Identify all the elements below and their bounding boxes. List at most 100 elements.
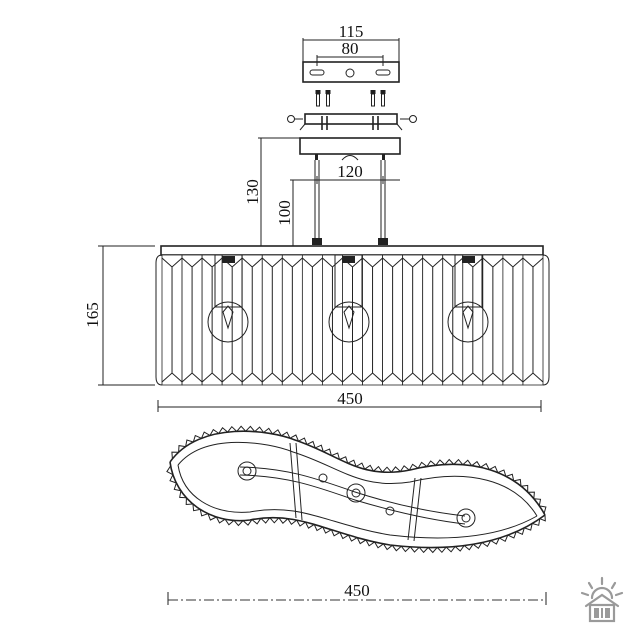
- dimension-text-130: 130: [243, 179, 262, 205]
- crystal-prism: [402, 254, 424, 386]
- crystal-tooth: [178, 445, 186, 453]
- crystal-tooth: [374, 541, 384, 549]
- crystal-prism: [382, 254, 404, 386]
- bulb-right: [447, 254, 489, 343]
- dimension-text-165: 165: [83, 302, 102, 328]
- dimension-text-100: 100: [275, 200, 294, 226]
- crystal-tooth: [199, 509, 209, 517]
- crystal-tooth: [408, 463, 419, 471]
- crystal-tooth: [278, 517, 289, 524]
- crystal-tooth: [507, 531, 517, 539]
- crystal-tooth: [539, 514, 546, 522]
- canopy-plate: [302, 61, 400, 83]
- crystal-tooth: [242, 519, 253, 526]
- crystal-tooth: [185, 439, 194, 447]
- crystal-tooth: [192, 503, 201, 512]
- crystal-tooth: [171, 451, 179, 459]
- crystal-tooth: [287, 518, 298, 526]
- crystal-tooth: [289, 434, 299, 442]
- lamp-body-top-view: [166, 425, 547, 554]
- bulb-left: [207, 254, 249, 343]
- crystal-tooth: [224, 518, 235, 526]
- crystal-prism: [522, 254, 544, 386]
- crystal-prism: [342, 254, 363, 386]
- crystal-tooth: [399, 465, 410, 472]
- prism-end-cap-left: [155, 254, 163, 386]
- crystal-tooth: [281, 431, 291, 439]
- top-view-bulb-positions: [237, 461, 476, 528]
- crystal-prism: [482, 254, 504, 386]
- crystal-tooth: [463, 543, 474, 551]
- crystal-tooth: [263, 427, 273, 435]
- crystal-edge-teeth: [166, 425, 547, 554]
- crystal-prism: [201, 254, 223, 386]
- dimension-canopy-width: 115: [302, 22, 400, 62]
- dimension-rod-spacing: 120: [316, 162, 400, 184]
- dimension-text-80: 80: [342, 39, 359, 58]
- crystal-tooth: [490, 537, 500, 545]
- bulb-center: [328, 254, 370, 343]
- crystal-tooth: [454, 545, 465, 552]
- crystal-tooth: [373, 465, 383, 473]
- crystal-tooth: [233, 520, 244, 527]
- crystal-tooth: [348, 534, 358, 542]
- crystal-prism: [322, 254, 343, 386]
- crystal-tooth: [330, 529, 341, 537]
- dimension-rod-length: 100: [275, 179, 317, 247]
- crystal-tooth: [532, 518, 541, 526]
- crystal-tooth: [305, 521, 315, 529]
- crystal-tooth: [192, 434, 202, 443]
- crystal-tooth: [322, 526, 332, 534]
- crystal-tooth: [272, 429, 282, 437]
- crystal-tooth: [207, 513, 217, 521]
- crystal-tooth: [323, 448, 332, 456]
- crystal-prism: [442, 254, 464, 386]
- crystal-prism: [362, 254, 383, 386]
- crystal-prism: [281, 254, 303, 386]
- crystal-tooth: [444, 458, 455, 465]
- crystal-tooth: [489, 465, 499, 473]
- crystal-tooth: [201, 431, 211, 439]
- crystal-tooth: [513, 478, 522, 487]
- crystal-prism: [161, 254, 183, 386]
- crystal-tooth: [236, 425, 247, 432]
- crystal-tooth: [209, 428, 220, 436]
- crystal-tooth: [471, 460, 482, 468]
- crystal-tooth: [254, 426, 265, 433]
- crystal-tooth: [314, 444, 324, 452]
- crystal-tooth: [539, 505, 547, 514]
- crystal-prism: [301, 254, 323, 386]
- crystal-tooth: [427, 547, 438, 554]
- crystal-tooth: [418, 546, 429, 554]
- crystal-prism: [241, 254, 263, 386]
- crystal-prism-row: [155, 254, 550, 386]
- crystal-tooth: [245, 425, 256, 432]
- crystal-tooth: [382, 543, 393, 551]
- crystal-tooth: [356, 537, 367, 545]
- crystal-tooth: [472, 542, 483, 550]
- crystal-tooth: [400, 545, 411, 553]
- dimension-text-120: 120: [337, 162, 363, 181]
- crystal-tooth: [435, 459, 446, 466]
- crystal-tooth: [331, 452, 340, 460]
- crystal-tooth: [533, 498, 542, 506]
- eglo-sun-house-logo-icon: [580, 576, 624, 623]
- dimension-overall-suspension: 130: [243, 137, 300, 247]
- dimension-top-view-width: 450: [167, 581, 547, 605]
- crystal-tooth: [426, 460, 437, 467]
- dimension-body-height: 165: [83, 245, 155, 386]
- crystal-prism: [181, 254, 203, 386]
- crystal-tooth: [251, 518, 262, 525]
- dimension-text-115: 115: [339, 22, 364, 41]
- crystal-tooth: [269, 517, 280, 524]
- crystal-tooth: [169, 474, 177, 484]
- crystal-tooth: [516, 527, 525, 535]
- crystal-tooth: [505, 473, 515, 482]
- crystal-tooth: [227, 425, 238, 433]
- dimension-body-width: 450: [157, 389, 542, 412]
- crystal-tooth: [339, 456, 349, 464]
- crystal-tooth: [260, 517, 271, 524]
- crystal-tooth: [480, 462, 490, 470]
- crystal-tooth: [365, 539, 375, 547]
